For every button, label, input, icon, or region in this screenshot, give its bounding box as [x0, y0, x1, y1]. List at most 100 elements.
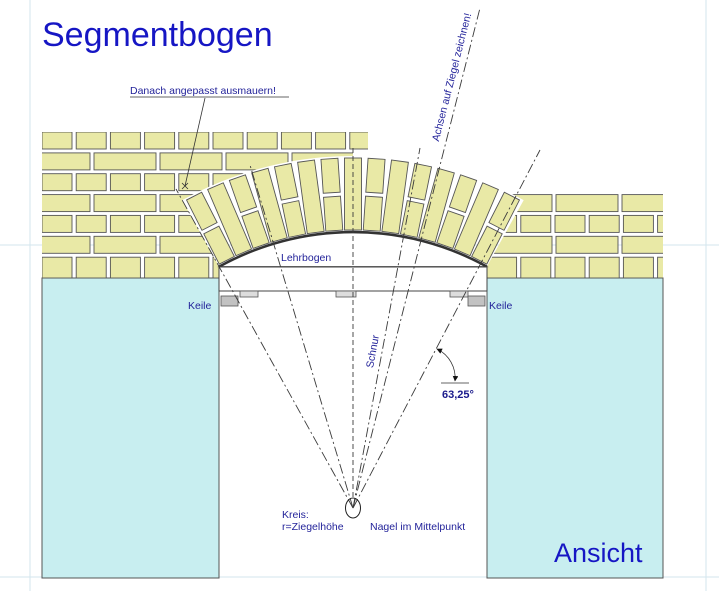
wall-brick — [280, 132, 312, 150]
voussoir — [418, 167, 455, 243]
angle-arc — [436, 348, 459, 382]
wall-brick — [657, 214, 663, 233]
voussoir — [399, 162, 433, 238]
wedges-label-left: Keile — [188, 300, 212, 312]
leader-cross-mark — [181, 182, 189, 190]
arch-brick — [281, 200, 307, 238]
arch-brick — [453, 182, 499, 257]
wall-brick — [93, 235, 157, 254]
wall-brick — [75, 132, 107, 150]
arch-brick — [228, 174, 258, 214]
angle-label: 63,25° — [442, 389, 474, 401]
wall-brick — [42, 132, 73, 150]
wall-brick — [42, 194, 91, 213]
arch-brick — [436, 210, 465, 249]
radial-line-left-skewback — [175, 188, 354, 509]
wall-brick — [588, 214, 620, 233]
arch-brick — [365, 157, 386, 194]
wall-brick — [109, 214, 141, 233]
arch-brick — [471, 225, 503, 265]
wall-brick — [246, 132, 278, 150]
voussoir — [381, 159, 409, 235]
wall-brick — [75, 173, 107, 192]
centering-support — [239, 290, 259, 298]
arch-brick — [407, 162, 433, 201]
arch-brick — [251, 167, 288, 243]
wall-brick — [75, 256, 107, 278]
note-leader-line — [184, 97, 206, 187]
wall-brick — [622, 256, 654, 278]
wall-brick — [622, 214, 654, 233]
circle-radius-label: r=Ziegelhöhe — [282, 521, 344, 533]
wedge-right — [467, 295, 486, 307]
wall-brick — [144, 132, 176, 150]
left-pillar — [41, 277, 220, 579]
arch-brick — [273, 162, 299, 201]
arch-brick — [399, 200, 425, 238]
voussoir — [273, 162, 307, 238]
wedge-left — [220, 295, 239, 307]
wall-brick — [621, 235, 663, 254]
right-pillar — [486, 277, 664, 579]
centering-support — [449, 290, 469, 298]
arch-brick — [362, 195, 383, 232]
wall-brick — [588, 256, 620, 278]
wall-brick — [144, 256, 176, 278]
voussoir — [251, 167, 288, 243]
arch-brick — [207, 182, 253, 257]
wall-brick — [178, 256, 210, 278]
wall-brick — [212, 132, 244, 150]
circle-label: Kreis: — [282, 509, 309, 521]
arch-voussoirs — [185, 157, 521, 265]
wall-brick — [93, 152, 157, 171]
radial-line-left — [249, 164, 354, 509]
wall-brick — [75, 214, 107, 233]
voussoir — [362, 157, 386, 232]
string-line — [352, 147, 421, 509]
arch-brick — [323, 195, 344, 232]
nail-label: Nagel im Mittelpunkt — [370, 521, 465, 533]
voussoir — [185, 191, 235, 265]
centering-support — [335, 290, 357, 298]
radial-line-right-skewback — [352, 149, 541, 509]
wall-brick — [109, 173, 141, 192]
wall-brick — [144, 214, 176, 233]
arch-brick — [203, 225, 235, 265]
arch-brick — [297, 159, 325, 235]
arch-brick — [418, 167, 455, 243]
wall-brick — [554, 214, 586, 233]
wall-brick — [486, 256, 518, 278]
wall-brick — [315, 132, 347, 150]
voussoir — [207, 182, 253, 257]
page-title: Segmentbogen — [42, 16, 273, 54]
wall-brick — [42, 152, 91, 171]
voussoir — [228, 174, 270, 249]
view-label: Ansicht — [554, 538, 643, 568]
wall-brick — [555, 194, 619, 213]
wall-brick — [554, 256, 586, 278]
wall-brick — [42, 235, 91, 254]
brick-axis-line — [352, 7, 481, 509]
wall-brick — [178, 173, 210, 192]
voussoir — [453, 182, 499, 257]
voussoir — [436, 174, 478, 249]
nail-circle — [345, 497, 361, 519]
wall-brick — [42, 214, 73, 233]
voussoir — [297, 159, 325, 235]
wedges-label-right: Keile — [489, 300, 513, 312]
wall-brick — [520, 256, 552, 278]
wall-brick — [109, 256, 141, 278]
wall-brick — [621, 194, 663, 213]
centering-label: Lehrbogen — [281, 252, 331, 264]
wall-brick — [42, 256, 73, 278]
wall-brick — [109, 132, 141, 150]
wall-brick — [555, 235, 619, 254]
arch-brick — [381, 159, 409, 235]
arch-brick — [320, 157, 341, 194]
voussoir — [320, 157, 344, 232]
arch-brick — [448, 174, 478, 214]
wall-brick — [93, 194, 157, 213]
arch-brick — [185, 191, 218, 231]
fill-in-note: Danach angepasst ausmauern! — [130, 85, 276, 97]
